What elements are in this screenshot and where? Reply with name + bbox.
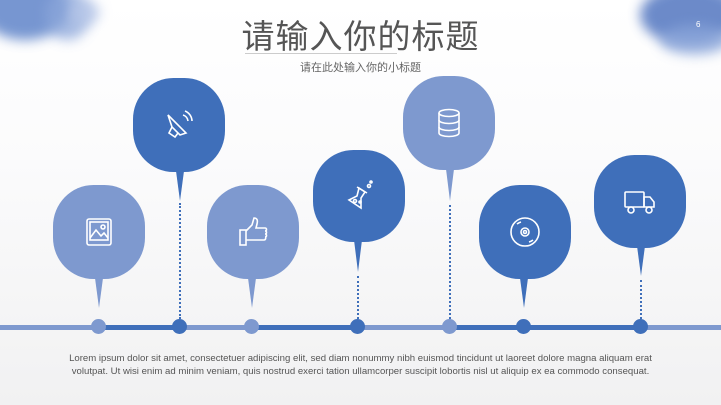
timeline-node bbox=[350, 319, 365, 334]
timeline-node bbox=[633, 319, 648, 334]
timeline-node bbox=[442, 319, 457, 334]
body-text: Lorem ipsum dolor sit amet, consectetuer… bbox=[69, 353, 652, 377]
page-number: 6 bbox=[696, 20, 701, 29]
page-subtitle: 请在此处输入你的小标题 bbox=[300, 62, 421, 74]
timeline-node bbox=[91, 319, 106, 334]
speaker-icon bbox=[164, 109, 194, 141]
bubble bbox=[594, 155, 686, 248]
timeline-node bbox=[516, 319, 531, 334]
disc-icon bbox=[509, 216, 541, 248]
page-title: 请输入你的标题 bbox=[241, 18, 480, 55]
thumbs-up-icon bbox=[237, 216, 269, 248]
bubble bbox=[207, 185, 299, 279]
bubble bbox=[313, 150, 405, 242]
database-icon bbox=[437, 108, 461, 138]
truck-icon bbox=[623, 188, 657, 216]
image-icon bbox=[85, 217, 113, 247]
bubble bbox=[403, 76, 495, 170]
bubble bbox=[53, 185, 145, 279]
bubble bbox=[479, 185, 571, 279]
bubble bbox=[133, 78, 225, 172]
title-divider bbox=[245, 53, 397, 54]
timeline-node bbox=[172, 319, 187, 334]
flask-icon bbox=[343, 180, 375, 212]
timeline-node bbox=[244, 319, 259, 334]
